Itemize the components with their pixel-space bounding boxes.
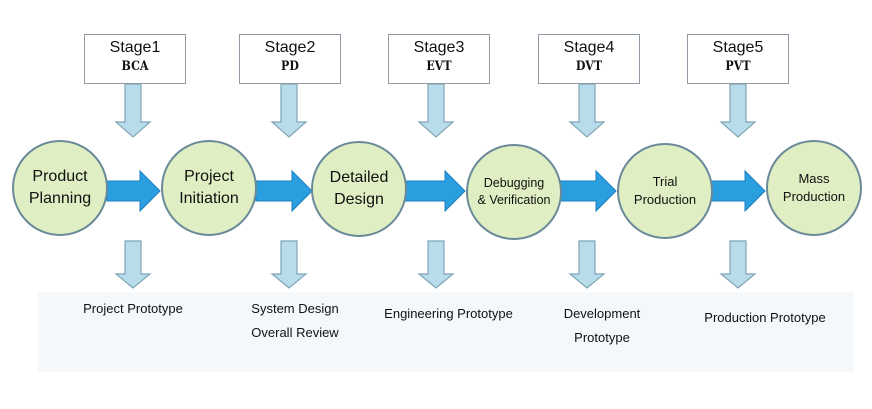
phase-mass-production: Mass Production [766, 140, 862, 236]
phase-debugging-verification: Debugging & Verification [466, 144, 562, 240]
flow-arrow-5 [708, 169, 766, 213]
stage-code: PVT [725, 59, 751, 74]
phase-label: Trial Production [633, 174, 697, 207]
down-arrow-stage-4 [568, 83, 606, 138]
stage-box-1: Stage1 BCA [84, 34, 186, 84]
stage-code: BCA [121, 59, 149, 74]
down-arrow-deliverable-1 [114, 240, 152, 289]
stage-code: PD [281, 59, 299, 74]
stage-box-2: Stage2 PD [239, 34, 341, 84]
stage-code: DVT [575, 59, 603, 74]
deliverable-development-prototype: Development Prototype [563, 306, 641, 345]
phase-label: Detailed Design [329, 169, 389, 208]
flow-arrow-3 [404, 169, 466, 213]
down-arrow-deliverable-4 [568, 240, 606, 289]
stage-title: Stage3 [413, 39, 465, 56]
phase-label: Mass Production [782, 171, 846, 204]
stage-box-5: Stage5 PVT [687, 34, 789, 84]
deliverable-system-design-review: System Design Overall Review [251, 301, 339, 340]
phase-label: Debugging & Verification [477, 176, 551, 207]
deliverable-project-prototype: Project Prototype [83, 301, 183, 316]
stage-title: Stage1 [109, 39, 161, 56]
phase-product-planning: Product Planning [12, 140, 108, 236]
flow-arrow-4 [559, 169, 617, 213]
down-arrow-stage-1 [114, 83, 152, 138]
down-arrow-stage-2 [270, 83, 308, 138]
deliverable-engineering-prototype: Engineering Prototype [384, 306, 513, 321]
stage-title: Stage2 [264, 39, 316, 56]
flow-arrow-2 [255, 169, 313, 213]
deliverable-production-prototype: Production Prototype [704, 310, 826, 325]
stage-title: Stage4 [563, 39, 615, 56]
phase-project-initiation: Project Initiation [161, 140, 257, 236]
flow-arrow-1 [106, 169, 161, 213]
stage-code: EVT [426, 59, 452, 74]
stage-title: Stage5 [712, 39, 764, 56]
down-arrow-deliverable-3 [417, 240, 455, 289]
stage-box-3: Stage3 EVT [388, 34, 490, 84]
phase-detailed-design: Detailed Design [311, 141, 407, 237]
down-arrow-deliverable-2 [270, 240, 308, 289]
down-arrow-deliverable-5 [719, 240, 757, 289]
down-arrow-stage-5 [719, 83, 757, 138]
phase-label: Product Planning [28, 168, 92, 207]
deliverables-panel [38, 292, 853, 372]
phase-label: Project Initiation [179, 168, 239, 207]
phase-trial-production: Trial Production [617, 143, 713, 239]
stage-box-4: Stage4 DVT [538, 34, 640, 84]
down-arrow-stage-3 [417, 83, 455, 138]
